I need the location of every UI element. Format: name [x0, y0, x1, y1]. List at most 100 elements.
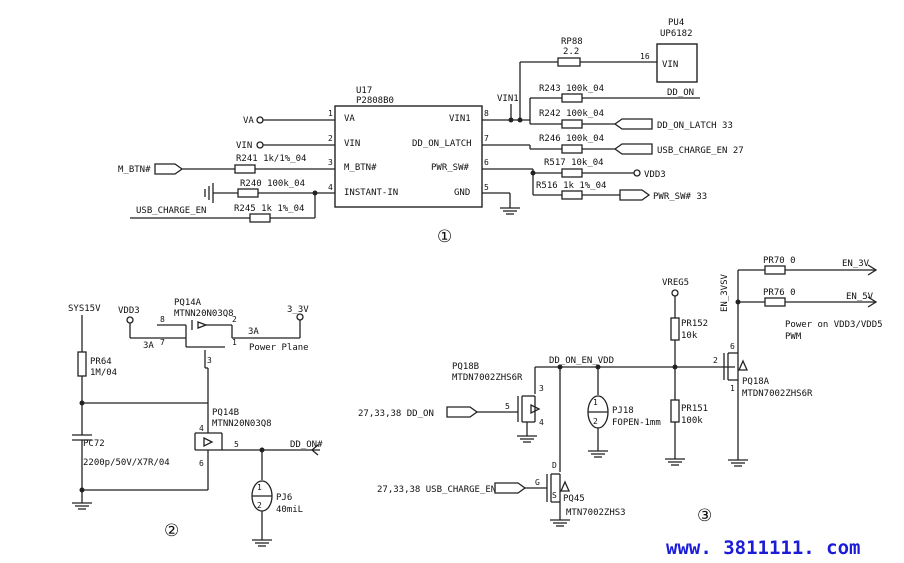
- section-2-marker: ②: [164, 521, 179, 541]
- pr64-value: 1M/04: [90, 368, 117, 378]
- rp88-resistor: [557, 57, 581, 67]
- pq45-pin-d: D: [552, 461, 557, 470]
- usb-charge-connector: [613, 143, 653, 155]
- pq18a-pin-6: 6: [730, 342, 735, 351]
- section-1-marker: ①: [437, 227, 452, 247]
- pq18b-ref: PQ18B: [452, 362, 479, 372]
- dd-on-label: DD_ON: [667, 88, 694, 98]
- current-3a-right: 3A: [248, 327, 259, 337]
- pin-name-pwrsw: PWR_SW#: [431, 163, 470, 173]
- pj18-value: FOPEN-1mm: [612, 418, 661, 428]
- pr76-resistor: [764, 297, 786, 307]
- va-terminal: [256, 116, 264, 124]
- dd-on-latch-connector: [613, 118, 653, 130]
- pin-num-2: 2: [328, 134, 333, 143]
- pu4-pin-name: VIN: [662, 60, 678, 70]
- r246-label: R246 100k_04: [539, 134, 604, 144]
- vin-terminal: [256, 141, 264, 149]
- r240-label: R240 100k_04: [240, 179, 305, 189]
- vdd3-terminal: [633, 169, 641, 177]
- pin-name-vin1: VIN1: [449, 114, 471, 124]
- pr76-label: PR76 0: [763, 288, 796, 298]
- pin-num-6: 6: [484, 158, 489, 167]
- pin-num-4: 4: [328, 183, 333, 192]
- r516-resistor: [561, 190, 583, 200]
- pwr-sw-label: PWR_SW# 33: [653, 192, 707, 202]
- v33-terminal: [296, 313, 304, 321]
- pin-name-mbtn: M_BTN#: [344, 163, 377, 173]
- power-plane-label: Power Plane: [249, 343, 309, 353]
- pq18b-pin-3: 3: [539, 384, 544, 393]
- r243-resistor: [561, 93, 583, 103]
- r246-resistor: [561, 144, 583, 154]
- u17-ref: U17: [356, 86, 372, 96]
- rp88-ref: RP88: [561, 37, 583, 47]
- pin-num-1: 1: [328, 109, 333, 118]
- pj18-pin-1: 1: [593, 398, 598, 407]
- usb-charge-label: USB_CHARGE_EN: [136, 206, 206, 216]
- section-3-marker: ③: [697, 506, 712, 526]
- pq14a-part: MTNN20N03Q8: [174, 309, 234, 319]
- current-3a-left: 3A: [143, 341, 154, 351]
- en-5v-label: EN_5V: [846, 292, 874, 302]
- watermark: www. 3811111. com: [666, 537, 860, 559]
- pu4-pin-num: 16: [640, 52, 650, 61]
- pq18b-part: MTDN7002ZHS6R: [452, 373, 523, 383]
- pu4-part: UP6182: [660, 29, 693, 39]
- pq45-pin-g: G: [535, 478, 540, 487]
- usb-charge-en-label: USB_CHARGE_EN 27: [657, 146, 744, 156]
- pin-name-ddonlatch: DD_ON_LATCH: [412, 139, 472, 149]
- pq14b-pin-5: 5: [234, 440, 239, 449]
- r517-resistor: [561, 168, 583, 178]
- en-3v-label: EN_3V: [842, 259, 870, 269]
- pj18-ref: PJ18: [612, 406, 634, 416]
- dd-on-input-label: 27,33,38 DD_ON: [358, 409, 434, 419]
- pj6-pin-2: 2: [257, 501, 262, 510]
- section-2: SYS15V PR64 1M/04 PC72 2200p/50V/X7R/04 …: [68, 298, 323, 547]
- pq14b-pin-6: 6: [199, 459, 204, 468]
- v33-label: 3_3V: [287, 305, 309, 315]
- pq18b-pin-4: 4: [539, 418, 544, 427]
- pq18b-pin-5: 5: [505, 402, 510, 411]
- pq14b-pin-4: 4: [199, 424, 204, 433]
- pin-name-vin: VIN: [344, 139, 360, 149]
- usb-input-connector: [494, 482, 527, 494]
- pq14a-ref: PQ14A: [174, 298, 202, 308]
- pr64-resistor: [77, 351, 87, 377]
- pr151-ref: PR151: [681, 404, 708, 414]
- pq14a-pin-8: 8: [160, 315, 165, 324]
- mbtn-connector: [154, 163, 184, 175]
- r242-resistor: [561, 119, 583, 129]
- pu4-chip: [656, 43, 698, 83]
- pq14b-part: MTNN20N03Q8: [212, 419, 272, 429]
- pc72-ref: PC72: [83, 439, 105, 449]
- vdd3-terminal-2: [126, 316, 134, 324]
- pq18a-pin-1: 1: [730, 384, 735, 393]
- section-1: U17 P2808B0 VA VIN M_BTN# INSTANT-IN VIN…: [118, 18, 744, 247]
- r242-label: R242 100k_04: [539, 109, 604, 119]
- rp88-value: 2.2: [563, 47, 579, 57]
- va-label: VA: [243, 116, 254, 126]
- pu4-ref: PU4: [668, 18, 684, 28]
- r243-label: R243 100k_04: [539, 84, 604, 94]
- dd-on-n-label: DD_ON#: [290, 440, 323, 450]
- dd-on-en-vdd-label: DD_ON_EN_VDD: [549, 356, 614, 366]
- mbtn-label: M_BTN#: [118, 165, 151, 175]
- pr152-resistor: [670, 317, 680, 341]
- pq14a-pin-7: 7: [160, 338, 165, 347]
- pq18a-ref: PQ18A: [742, 377, 770, 387]
- pin-num-8: 8: [484, 109, 489, 118]
- r245-resistor: [249, 213, 271, 223]
- pin-num-5: 5: [484, 183, 489, 192]
- u17-part: P2808B0: [356, 96, 394, 106]
- pin-name-instant: INSTANT-IN: [344, 188, 398, 198]
- pwr-sw-connector: [619, 189, 651, 201]
- sys15v-label: SYS15V: [68, 304, 101, 314]
- pq14a-pin-3: 3: [207, 356, 212, 365]
- pin-name-gnd: GND: [454, 188, 470, 198]
- pin-name-va: VA: [344, 114, 355, 124]
- vdd3-label: VDD3: [118, 306, 140, 316]
- pr64-ref: PR64: [90, 357, 112, 367]
- pin-num-3: 3: [328, 158, 333, 167]
